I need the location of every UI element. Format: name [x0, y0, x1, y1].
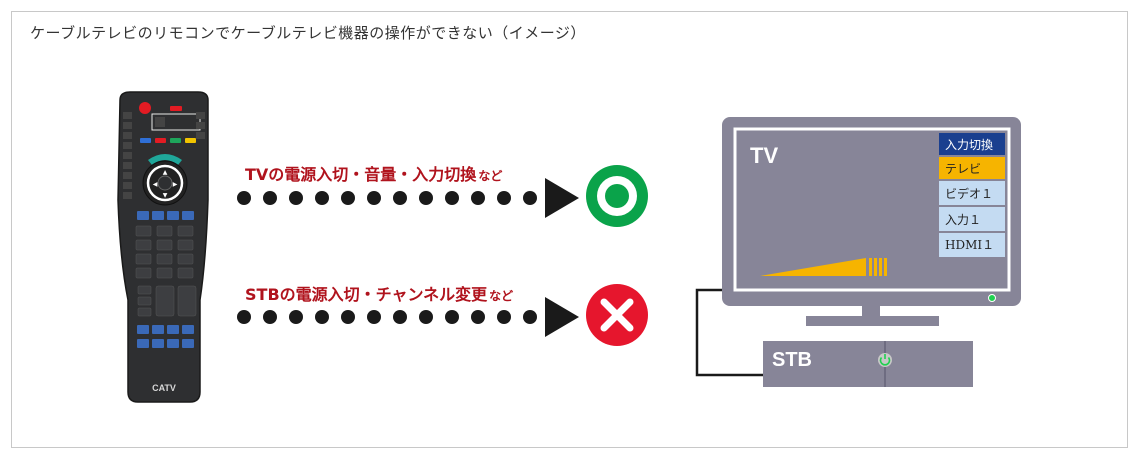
tv-set: TV 入力切換 テレビ ビデオ１ 入力１ HDMI１ — [695, 117, 1021, 377]
menu-item: HDMI１ — [945, 238, 994, 252]
tv-label: TV — [750, 143, 778, 168]
circle-ok-icon — [586, 165, 648, 227]
remote-control: ▲ ▼ ◀ ▶ CATV — [117, 91, 209, 403]
row-stb-label: STBの電源入切・チャンネル変更など — [245, 285, 513, 304]
figure-caption: ケーブルテレビのリモコンでケーブルテレビ機器の操作ができない（イメージ） — [30, 24, 586, 42]
remote-side-buttons — [123, 112, 205, 199]
remote-dpad[interactable]: ▲ ▼ ◀ ▶ — [142, 160, 188, 206]
stb-label: STB — [772, 349, 812, 371]
tv-input-menu: 入力切換 テレビ ビデオ１ 入力１ HDMI１ — [939, 133, 1005, 257]
row-tv-operations: TVの電源入切・音量・入力切換など — [237, 165, 648, 227]
row-stb-dots — [237, 310, 537, 324]
menu-item-selected: テレビ — [945, 162, 981, 176]
remote-yellow-button[interactable] — [185, 138, 196, 143]
remote-brand-label: CATV — [152, 383, 176, 393]
remote-green-button[interactable] — [170, 138, 181, 143]
remote-teal-arc — [148, 154, 182, 165]
remote-red-mini-button[interactable] — [170, 106, 182, 111]
remote-blue-button[interactable] — [140, 138, 151, 143]
svg-text:▼: ▼ — [163, 192, 168, 199]
remote-blue-row-bottom — [137, 325, 194, 348]
remote-number-grid — [135, 225, 197, 317]
row-tv-dots — [237, 191, 537, 205]
cross-ng-icon — [586, 284, 648, 346]
menu-item: 入力１ — [945, 213, 981, 227]
remote-blue-row-top — [137, 211, 194, 220]
svg-text:◀: ◀ — [153, 181, 158, 188]
hdmi-cable — [695, 288, 763, 377]
row-stb-label-suffix: など — [489, 289, 513, 303]
power-icon[interactable] — [878, 353, 892, 367]
volume-indicator — [760, 258, 887, 276]
tv-stand-base — [806, 316, 939, 326]
svg-text:▲: ▲ — [163, 169, 168, 176]
row-tv-label-main: TVの電源入切・音量・入力切換 — [245, 165, 477, 184]
tv-stand-neck — [862, 305, 880, 317]
row-stb-label-main: STBの電源入切・チャンネル変更 — [245, 285, 488, 304]
remote-red-button[interactable] — [155, 138, 166, 143]
stb-box: STB — [763, 341, 973, 387]
remote-power-button[interactable] — [139, 102, 151, 114]
menu-item: ビデオ１ — [945, 186, 993, 201]
menu-header: 入力切換 — [945, 138, 993, 152]
row-tv-label: TVの電源入切・音量・入力切換など — [245, 165, 502, 184]
row-tv-arrowhead — [545, 178, 579, 218]
stb-body — [763, 341, 973, 387]
row-stb-arrowhead — [545, 297, 579, 337]
remote-button[interactable] — [155, 117, 165, 127]
svg-text:▶: ▶ — [173, 181, 178, 188]
row-stb-operations: STBの電源入切・チャンネル変更など — [237, 284, 648, 346]
row-tv-label-suffix: など — [478, 169, 502, 183]
tv-power-led — [988, 294, 996, 302]
